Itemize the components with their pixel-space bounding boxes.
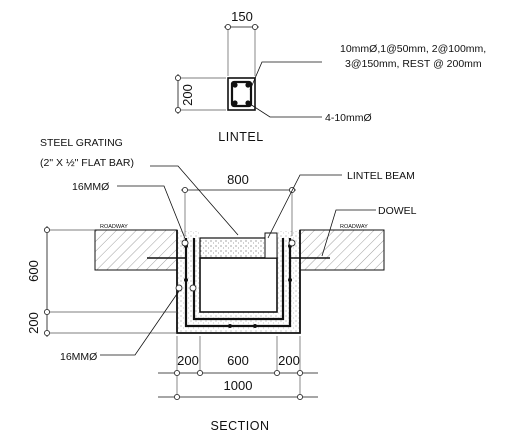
lintel-bar bbox=[245, 82, 251, 88]
stirrup-leader bbox=[249, 61, 322, 91]
height-dim-upper: 600 bbox=[26, 260, 41, 282]
corner-bar bbox=[181, 239, 189, 247]
lintel-bar bbox=[245, 100, 251, 106]
grating-label-line1: STEEL GRATING bbox=[40, 137, 123, 149]
rebar-dot bbox=[184, 278, 188, 282]
lintel-beam-leader bbox=[267, 174, 342, 239]
top-bar-note: 16MMØ bbox=[72, 181, 109, 193]
lintel-stirrup-note-line2: 3@150mm, REST @ 200mm bbox=[345, 58, 482, 70]
bottom-bar-leader bbox=[100, 290, 180, 356]
section-detail: ROADWAY ROADWAY bbox=[26, 137, 417, 433]
canal-opening bbox=[199, 257, 278, 313]
lintel-bar bbox=[232, 82, 238, 88]
lintel-beam bbox=[264, 232, 278, 259]
lintel-bars-note: 4-10mmØ bbox=[325, 112, 372, 124]
corner-bar bbox=[175, 284, 183, 292]
overall-top-dim: 800 bbox=[227, 172, 249, 187]
bars-leader bbox=[249, 103, 322, 118]
lintel-stirrup-note-line1: 10mmØ,1@50mm, 2@100mm, bbox=[340, 43, 486, 55]
corner-bar bbox=[288, 239, 296, 247]
roadway-left bbox=[94, 229, 178, 271]
rebar-dot bbox=[253, 324, 257, 328]
lintel-stirrup bbox=[230, 80, 253, 108]
grating-leader bbox=[150, 165, 239, 236]
lintel-height-dim: 200 bbox=[180, 84, 195, 106]
lintel-beam-label: LINTEL BEAM bbox=[347, 170, 415, 182]
roadway-right bbox=[299, 229, 385, 271]
grating-label-line2: (2" X ½" FLAT BAR) bbox=[40, 157, 134, 169]
roadway-left-label: ROADWAY bbox=[100, 224, 128, 230]
top-bar-leader bbox=[117, 185, 187, 242]
section-title: SECTION bbox=[210, 419, 269, 433]
lintel-bar bbox=[232, 100, 238, 106]
canal-outer-wall bbox=[176, 230, 301, 334]
dowel-label: DOWEL bbox=[378, 205, 417, 217]
rebar-dot bbox=[228, 324, 232, 328]
wall-rebar-inner bbox=[192, 238, 285, 321]
bottom-dim-left: 200 bbox=[177, 353, 199, 368]
bottom-dim-middle: 600 bbox=[227, 353, 249, 368]
lintel-title: LINTEL bbox=[218, 130, 263, 144]
roadway-right-label: ROADWAY bbox=[340, 224, 368, 230]
bottom-dim-right: 200 bbox=[278, 353, 300, 368]
corner-bar bbox=[189, 284, 197, 292]
dowel-leader bbox=[321, 209, 376, 257]
rebar-dot bbox=[288, 278, 292, 282]
height-dim-lower: 200 bbox=[26, 312, 41, 334]
lintel-detail: 150 200 10mmØ,1@50mm, 2@100mm, 3@150mm, … bbox=[174, 9, 486, 144]
overall-bottom-dim: 1000 bbox=[224, 378, 253, 393]
lintel-width-dim: 150 bbox=[231, 9, 253, 24]
bottom-bar-note: 16MMØ bbox=[60, 351, 97, 363]
